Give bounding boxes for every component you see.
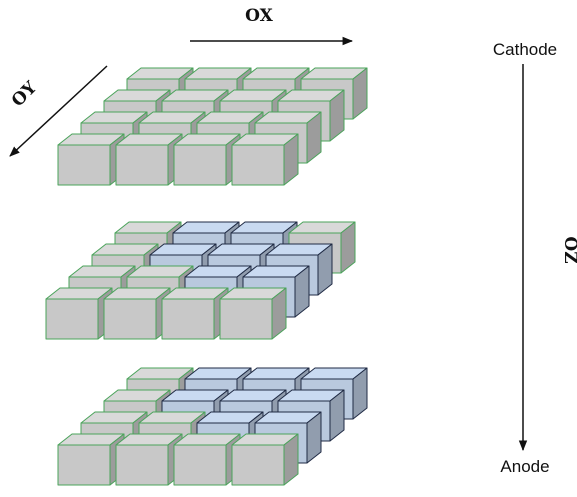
inactive-cube [103, 287, 171, 340]
inactive-cube [45, 287, 113, 340]
cube-front-face [103, 298, 157, 340]
cube-front-face [57, 144, 111, 186]
cube-layers [45, 67, 368, 486]
inactive-cube [219, 287, 287, 340]
cube-front-face [57, 444, 111, 486]
inactive-cube [115, 433, 183, 486]
oz-label: OZ [560, 236, 577, 263]
cube-front-face [173, 144, 227, 186]
inactive-cube [115, 133, 183, 186]
cathode-label: Cathode [493, 40, 557, 59]
cube-front-face [219, 298, 273, 340]
cube-front-face [45, 298, 99, 340]
oy-label: OY [8, 77, 42, 111]
top-layer [57, 67, 368, 186]
ox-axis: OX [190, 6, 354, 46]
inactive-cube [231, 133, 299, 186]
inactive-cube [231, 433, 299, 486]
middle-layer [45, 221, 356, 340]
oz-axis: Cathode Anode OZ [493, 40, 577, 476]
inactive-cube [173, 433, 241, 486]
cube-front-face [115, 144, 169, 186]
cube-front-face [161, 298, 215, 340]
anode-label: Anode [500, 457, 549, 476]
bottom-layer [57, 367, 368, 486]
cube-front-face [115, 444, 169, 486]
cube-front-face [173, 444, 227, 486]
ox-label: OX [245, 6, 274, 26]
cube-front-face [231, 444, 285, 486]
inactive-cube [57, 133, 125, 186]
cube-front-face [231, 144, 285, 186]
inactive-cube [173, 133, 241, 186]
inactive-cube [57, 433, 125, 486]
inactive-cube [161, 287, 229, 340]
oy-arrow [9, 65, 108, 157]
